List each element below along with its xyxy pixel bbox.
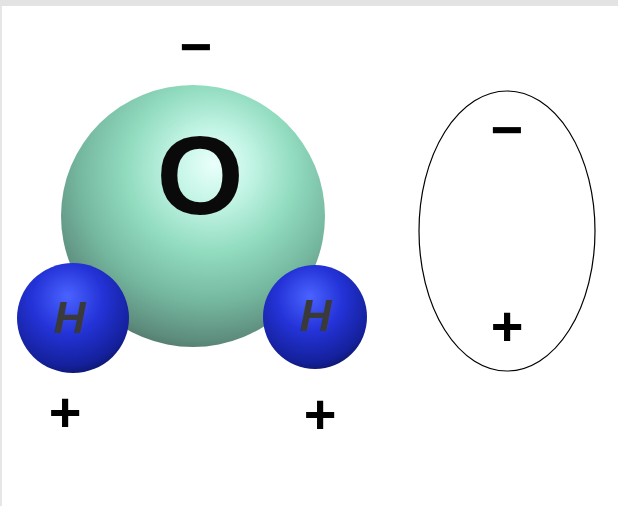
atom-symbol: O <box>156 120 243 232</box>
hydrogen-atom-shape <box>17 263 129 373</box>
charge-sign: + <box>304 386 337 442</box>
atom-symbol: H <box>54 296 86 340</box>
hydrogen-atom: H <box>262 264 368 370</box>
charge-sign: − <box>491 102 524 158</box>
hydrogen-atom: H <box>16 262 130 374</box>
charge-sign: − <box>180 19 213 75</box>
dipole-ellipse-shape <box>419 91 595 371</box>
hydrogen-atom-shape <box>263 265 367 369</box>
frame-edge <box>0 6 2 506</box>
charge-sign: + <box>49 384 82 440</box>
dipole-ellipse: −+ <box>418 90 596 372</box>
top-bar <box>0 0 618 6</box>
charge-sign: + <box>491 298 524 354</box>
atom-symbol: H <box>300 294 332 338</box>
